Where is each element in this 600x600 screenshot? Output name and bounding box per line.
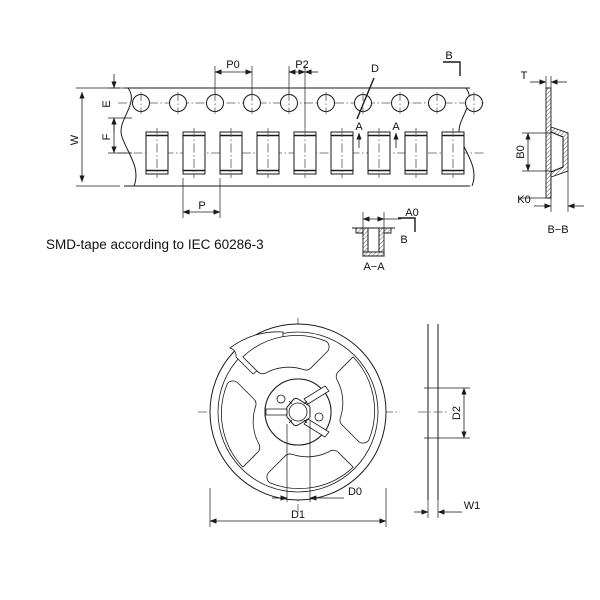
dimension-label-D2: D2	[451, 406, 463, 420]
dimension-label-K0: K0	[517, 194, 530, 206]
dimension-label-P0: P0	[226, 59, 239, 71]
section-bb-caption: B−B	[547, 224, 568, 236]
section-label-B: B	[400, 234, 407, 246]
sprocket-hole	[391, 92, 409, 114]
section-aa-bottom	[362, 251, 385, 257]
dimension-F: F	[101, 117, 132, 154]
reel-slot	[242, 335, 330, 375]
dimension-D1: D1	[209, 488, 387, 527]
dimension-label-A0: A0	[405, 207, 418, 219]
dimension-label-F: F	[101, 133, 113, 140]
section-a-a: A0 A−A	[352, 207, 419, 273]
dimension-W1: W1	[414, 500, 480, 518]
component-pocket	[404, 128, 428, 178]
dimension-K0: K0	[517, 171, 584, 212]
dimension-D-leader: D	[356, 63, 379, 120]
reel-slot	[221, 380, 261, 468]
dimension-label-D1: D1	[291, 509, 305, 521]
component-pocket	[145, 128, 169, 178]
section-aa-flange-left2	[355, 227, 364, 234]
sprocket-hole	[317, 92, 335, 114]
dimension-label-P: P	[198, 200, 205, 212]
sprocket-hole	[132, 92, 150, 114]
reel-slot	[335, 356, 375, 444]
dimension-label-P2: P2	[295, 59, 308, 71]
section-mark-A-left: A	[355, 121, 363, 148]
sprocket-hole	[206, 92, 224, 114]
sprocket-hole	[280, 92, 298, 114]
sprocket-hole-row	[132, 92, 483, 114]
dimension-label-E: E	[101, 100, 113, 107]
component-pocket	[182, 128, 206, 178]
dimension-D2: D2	[451, 387, 467, 439]
carrier-tape-plan-view: W E F P0 P2	[69, 50, 484, 246]
component-pocket	[441, 128, 465, 178]
sprocket-hole	[465, 92, 483, 114]
section-label-A: A	[392, 121, 400, 133]
dimension-W: W	[69, 87, 120, 187]
hub-drive-arm	[303, 385, 330, 405]
sprocket-hole	[428, 92, 446, 114]
dimension-label-T: T	[521, 70, 528, 82]
tape-body-outline	[124, 87, 470, 187]
component-pocket	[219, 128, 243, 178]
section-label-A: A	[355, 121, 363, 133]
drawing-caption: SMD-tape according to IEC 60286-3	[46, 237, 264, 252]
component-pocket	[293, 128, 317, 178]
dimension-label-B0: B0	[515, 145, 527, 158]
dimension-B0: B0	[515, 132, 551, 172]
section-aa-cavity-outline	[367, 228, 380, 253]
hub-hole	[314, 412, 324, 422]
dimension-P: P	[182, 178, 221, 218]
hub-tape-slot	[265, 408, 290, 416]
dimension-label-W: W	[69, 134, 81, 145]
dimension-P2: P2	[288, 59, 318, 128]
section-aa-caption: A−A	[363, 261, 385, 273]
dimension-D0: D0	[272, 421, 362, 502]
sprocket-hole	[169, 92, 187, 114]
reel-arbor-hole	[286, 397, 311, 427]
component-pocket	[367, 128, 391, 178]
reel-side-view: D2 W1	[414, 324, 480, 518]
section-mark-A-right: A	[392, 121, 400, 148]
reel-front-view: D0 D1	[198, 318, 400, 527]
dimension-label-W1: W1	[464, 500, 481, 512]
section-bb-tape-wall	[545, 87, 552, 199]
dimension-P0: P0	[214, 59, 253, 94]
dimension-T: T	[521, 70, 567, 88]
dimension-label-D0: D0	[348, 486, 362, 498]
reel-flange-inner-rim	[217, 331, 379, 493]
section-mark-B-bottom: B	[398, 217, 416, 246]
component-pocket	[330, 128, 354, 178]
tape-break-line-left	[120, 87, 137, 187]
section-b-b: T B0 K0 B−B	[515, 70, 584, 236]
section-label-B: B	[445, 50, 452, 62]
pocket-row	[145, 128, 465, 178]
dimension-label-D: D	[371, 63, 379, 75]
dimension-A0: A0	[362, 207, 419, 228]
hub-hole	[276, 394, 286, 404]
component-pocket	[256, 128, 280, 178]
section-bb-pocket-inner	[550, 131, 564, 173]
section-mark-B-top: B	[443, 50, 461, 76]
sprocket-hole	[243, 92, 261, 114]
